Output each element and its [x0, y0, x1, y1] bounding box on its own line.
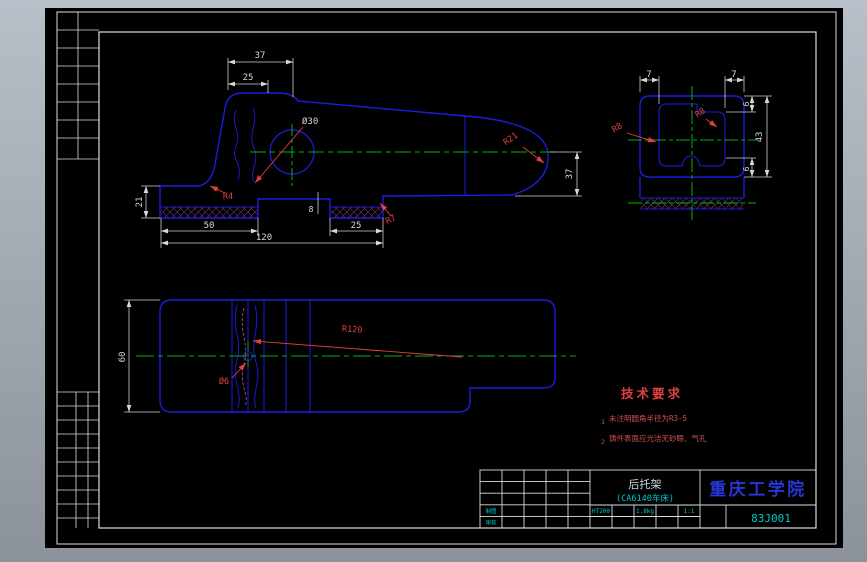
- dim-fillet: R4: [223, 192, 233, 202]
- r8-left-leader: [626, 132, 657, 143]
- dim-hole: Ø6: [219, 376, 229, 387]
- end-dim-lines: [639, 76, 772, 178]
- inner-frame: [98, 31, 817, 529]
- dim-radius-right: R8: [693, 106, 707, 120]
- side-view: 37 25 Ø30 R21 37 21 R4 50 120 8 25 R7: [135, 51, 582, 248]
- material-value: HT200: [592, 508, 610, 515]
- side-dim-lines: [141, 58, 582, 248]
- dim-wall-left: 7: [646, 70, 651, 80]
- dim-radius-left: R8: [610, 121, 624, 135]
- pad-hatch-left: [161, 207, 257, 218]
- tech-req-title: 技术要求: [621, 386, 683, 401]
- dim-bottom-offset: 6: [742, 166, 751, 171]
- dim-foot-height: 21: [135, 197, 145, 208]
- r120-leader: [252, 338, 463, 358]
- dim-relief: 8: [309, 205, 314, 214]
- sheet: [45, 8, 843, 548]
- scale-value: 1:1: [684, 508, 695, 515]
- dim-pad-right: 25: [351, 221, 362, 231]
- dim-top-offset: 6: [742, 101, 751, 106]
- part-spec: (CA6140车床): [616, 493, 674, 504]
- tech-requirements: 技术要求 1 未注明圆角半径为R3-5 2 铸件表面应光洁无砂眼、气孔: [601, 386, 707, 446]
- dim-arc: R120: [342, 324, 363, 335]
- company-name: 重庆工学院: [709, 479, 807, 500]
- part-name: 后托架: [629, 477, 662, 491]
- rib-contour: [253, 304, 259, 409]
- side-outline: [159, 92, 549, 219]
- dim-overall: 120: [256, 233, 272, 243]
- paper: [45, 8, 843, 548]
- dim-top-inner: 25: [243, 73, 254, 83]
- rib-contour: [234, 304, 240, 409]
- dim-pad-left: 50: [204, 221, 215, 231]
- tech-req-item2-no: 2: [601, 438, 605, 446]
- r21-leader: [522, 146, 545, 164]
- dim-right-height: 37: [565, 169, 575, 180]
- label-check: 审核: [485, 519, 497, 527]
- end-view: 7 7 R8 R8 43 6 6: [610, 70, 772, 222]
- tech-req-item1-no: 1: [601, 418, 605, 426]
- plan-view: R120 60 Ø6: [118, 299, 576, 413]
- end-inner-contour: [658, 103, 726, 167]
- outer-border: [56, 11, 837, 545]
- plan-dim-lines: [124, 299, 160, 413]
- bore-leader: [254, 126, 304, 184]
- r7-leader: [379, 202, 392, 217]
- rev-strip-bottom: [57, 391, 99, 528]
- pad-hatch-right: [331, 207, 382, 218]
- weight-value: 1.8kg: [636, 508, 654, 515]
- dim-step-radius: R7: [384, 213, 398, 227]
- pad-hatch-end: [641, 198, 743, 209]
- core-contour: [233, 109, 240, 181]
- tech-req-item1: 未注明圆角半径为R3-5: [609, 413, 687, 423]
- dim-width: 60: [118, 352, 128, 363]
- dim-wall-right: 7: [731, 70, 736, 80]
- r8-right-leader: [705, 118, 718, 128]
- core-contour: [251, 107, 257, 183]
- dim-top-width: 37: [255, 51, 266, 61]
- dim-bore: Ø30: [302, 116, 318, 127]
- tech-req-item2: 铸件表面应光洁无砂眼、气孔: [609, 433, 707, 443]
- r4-leader: [209, 185, 226, 194]
- hole-leader: [231, 362, 247, 379]
- title-block: 后托架 (CA6140车床) 重庆工学院 83J001 HT200 1.8kg …: [479, 469, 817, 529]
- plan-outline: [159, 299, 556, 413]
- dim-height: 43: [755, 132, 765, 143]
- end-outline: [639, 95, 745, 178]
- label-draw: 制图: [485, 507, 497, 515]
- rev-strip-top: [57, 12, 99, 160]
- drawing-number: 83J001: [751, 512, 791, 525]
